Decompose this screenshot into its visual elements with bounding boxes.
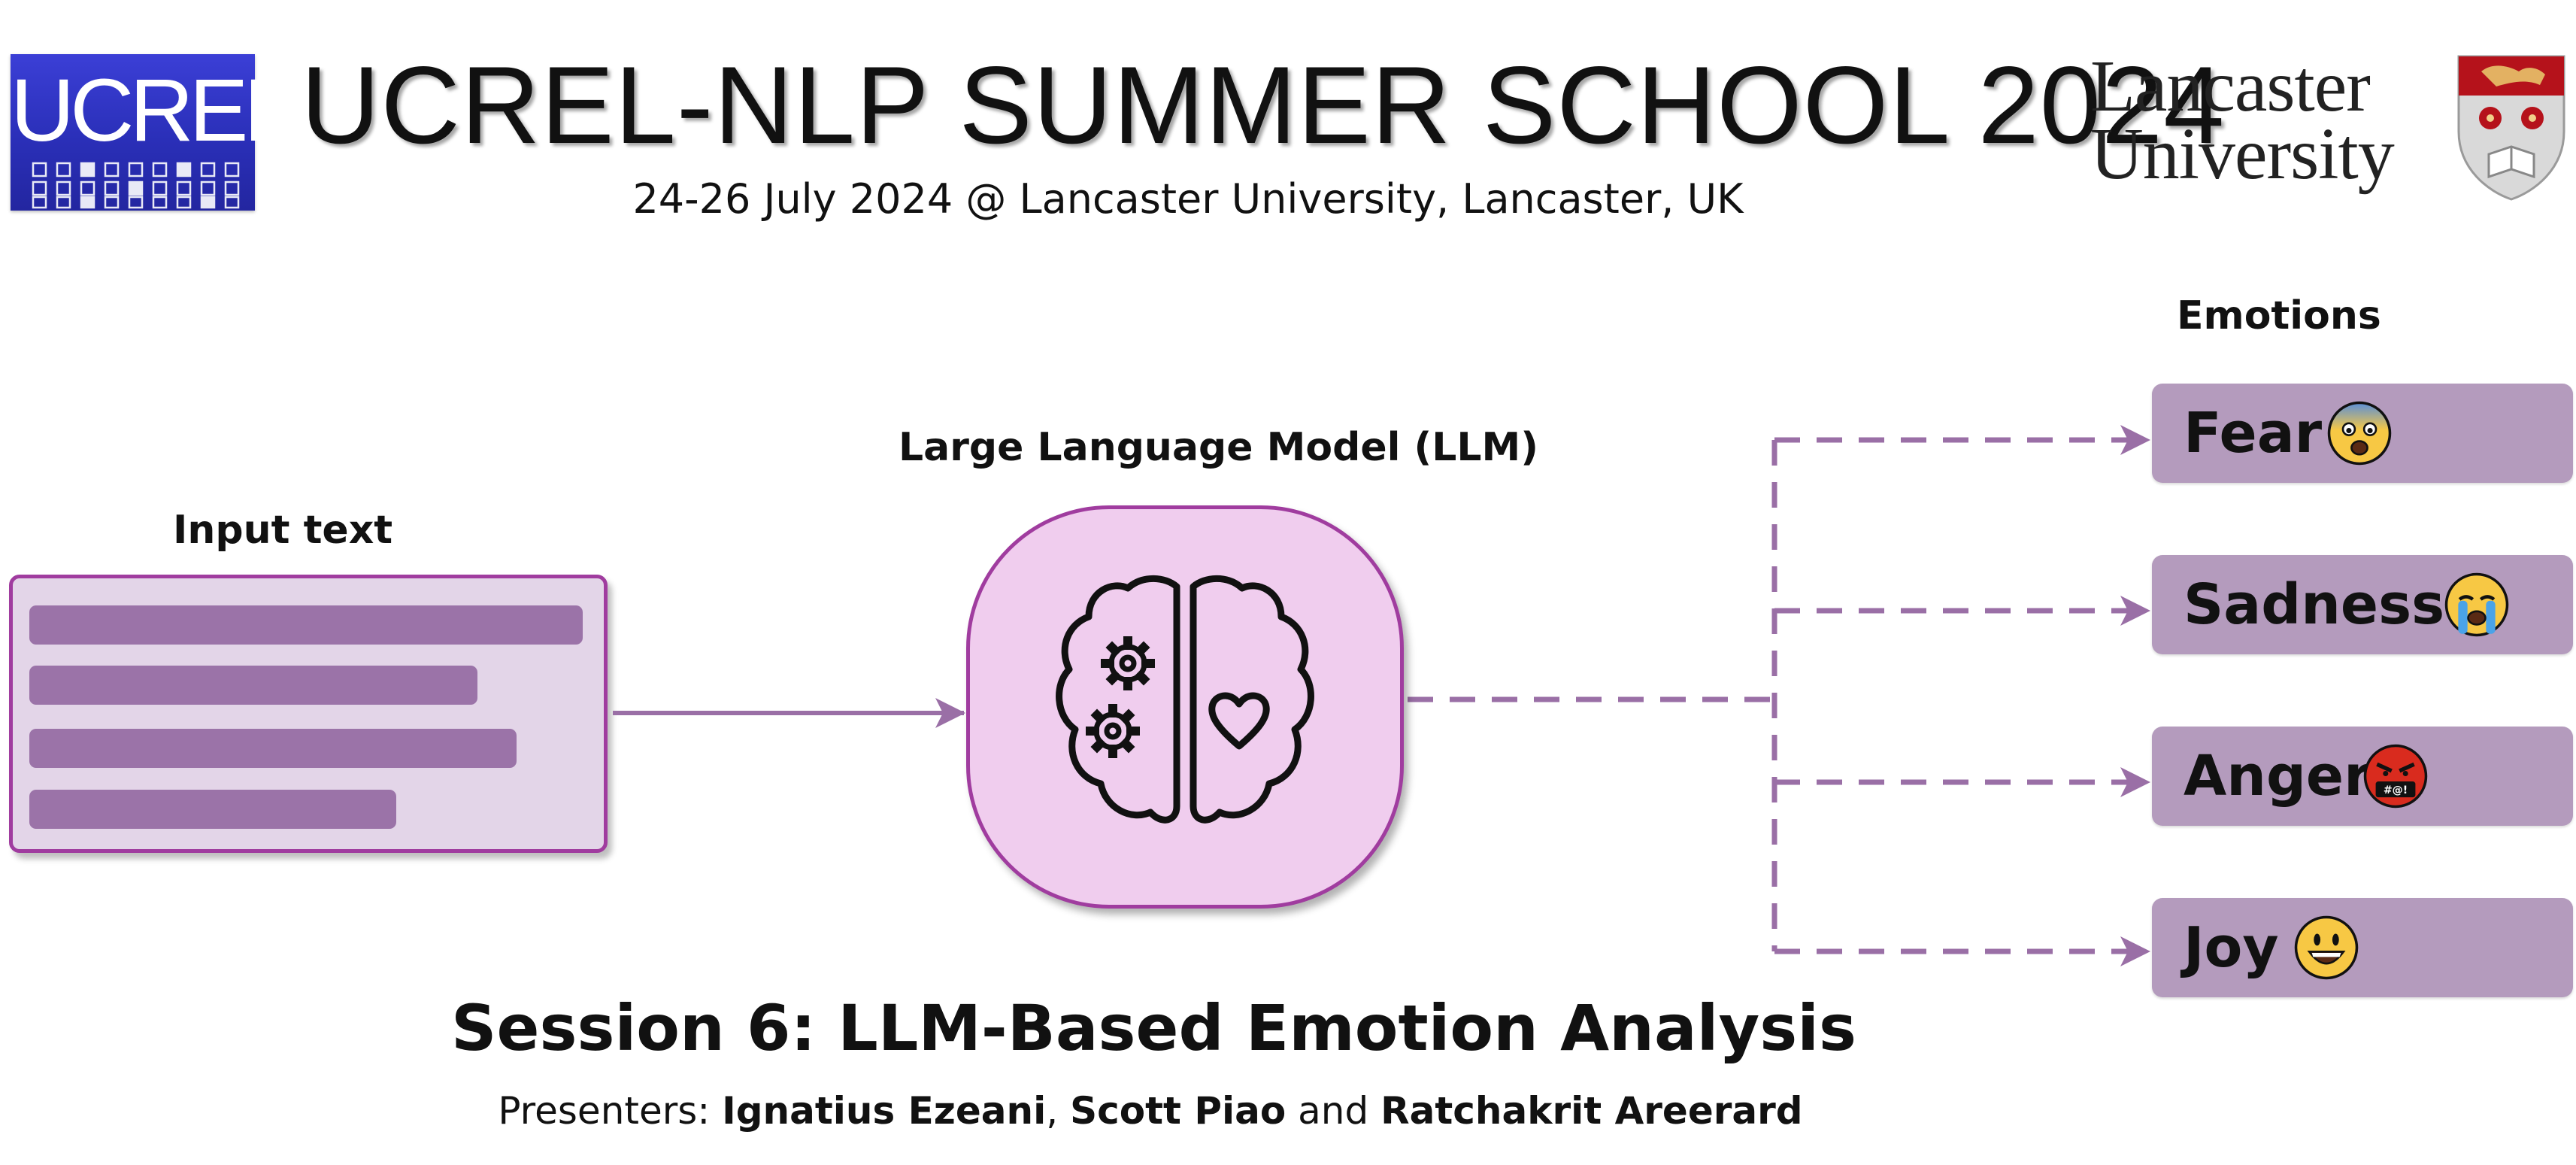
llm-label: Large Language Model (LLM) bbox=[899, 425, 1539, 470]
lancaster-logo-text: Lancaster University bbox=[2090, 46, 2451, 195]
presenter-name: Ratchakrit Areerard bbox=[1380, 1089, 1803, 1133]
lancaster-logo-line1: Lancaster bbox=[2090, 46, 2371, 127]
ucrel-logo: UCREL bbox=[11, 54, 293, 211]
text-line-bar bbox=[29, 729, 517, 768]
grinning-face-icon bbox=[2294, 915, 2359, 980]
separator: , bbox=[1046, 1089, 1059, 1133]
text-line-bar bbox=[29, 666, 477, 705]
emotion-label: Joy bbox=[2184, 915, 2279, 980]
input-text-label: Input text bbox=[173, 508, 393, 553]
crying-face-icon bbox=[2444, 572, 2509, 637]
cursing-face-icon: #@! bbox=[2363, 744, 2428, 809]
presenters-prefix: Presenters: bbox=[498, 1089, 711, 1133]
event-date-location: 24-26 July 2024 @ Lancaster University, … bbox=[632, 175, 1744, 223]
presenters-line: Presenters: Ignatius Ezeani, Scott Piao … bbox=[451, 1089, 1850, 1133]
presenter-name: Scott Piao bbox=[1070, 1089, 1286, 1133]
llm-node bbox=[966, 505, 1404, 909]
emotion-label: Fear bbox=[2184, 401, 2323, 466]
ucrel-logo-grid bbox=[32, 162, 240, 209]
text-line-bar bbox=[29, 790, 396, 829]
emotion-joy: Joy bbox=[2152, 898, 2573, 997]
presenter-name: Ignatius Ezeani bbox=[722, 1089, 1047, 1133]
lancaster-crest-icon bbox=[2457, 55, 2565, 201]
input-text-box bbox=[9, 575, 608, 853]
svg-text:#@!: #@! bbox=[2384, 784, 2408, 796]
emotion-label: Sadness bbox=[2184, 572, 2445, 637]
emotion-fear: Fear bbox=[2152, 384, 2573, 483]
emotion-anger: Anger #@! bbox=[2152, 727, 2573, 826]
emotions-label: Emotions bbox=[2177, 293, 2381, 338]
emotion-label: Anger bbox=[2184, 744, 2371, 809]
brain-gears-heart-icon bbox=[1056, 575, 1314, 824]
emotion-sadness: Sadness bbox=[2152, 555, 2573, 654]
ucrel-logo-text: UCREL bbox=[11, 61, 293, 160]
fearful-face-icon bbox=[2327, 401, 2392, 466]
session-title: Session 6: LLM-Based Emotion Analysis bbox=[451, 991, 1856, 1065]
text-line-bar bbox=[29, 605, 583, 645]
separator: and bbox=[1298, 1089, 1369, 1133]
lancaster-logo-line2: University bbox=[2090, 114, 2395, 195]
page-title: UCREL-NLP SUMMER SCHOOL 2024 bbox=[301, 44, 2226, 166]
